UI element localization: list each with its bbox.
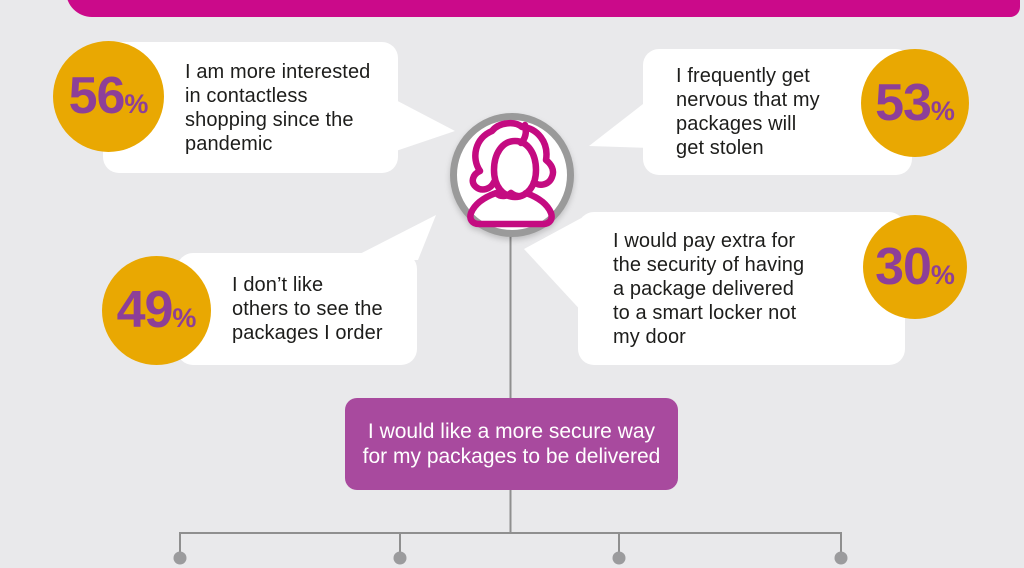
stat-value: 49 bbox=[116, 281, 174, 339]
stat-value: 56 bbox=[68, 67, 126, 125]
avatar-shoulders bbox=[467, 189, 555, 228]
stat-value: 30 bbox=[875, 238, 932, 296]
top-banner-bar bbox=[66, 0, 1020, 17]
percent-sign: % bbox=[930, 96, 955, 126]
tree-node-dot-4 bbox=[834, 551, 848, 565]
conclusion-text: I would like a more secure way for my pa… bbox=[362, 420, 661, 468]
stat-bubble-privacy: I don’t like others to see the packages … bbox=[177, 253, 417, 365]
stat-text: I don’t like others to see the packages … bbox=[232, 274, 383, 344]
bubble-tail-49 bbox=[348, 215, 436, 260]
tree-node-dot-2 bbox=[393, 551, 407, 565]
percent-sign: % bbox=[930, 260, 955, 290]
conclusion-box: I would like a more secure way for my pa… bbox=[345, 398, 678, 490]
percent-sign: % bbox=[124, 89, 149, 119]
avatar-face bbox=[490, 137, 540, 201]
tree-node-dot-3 bbox=[612, 551, 626, 565]
stat-badge-56: 56% bbox=[53, 41, 164, 152]
tree-node-dot-1 bbox=[173, 551, 187, 565]
stat-value: 53 bbox=[875, 74, 932, 132]
avatar-hair bbox=[469, 120, 557, 193]
bubble-tail-30 bbox=[524, 216, 585, 315]
stat-bubble-smart-locker: I would pay extra for the security of ha… bbox=[578, 212, 905, 365]
stat-text: I would pay extra for the security of ha… bbox=[613, 229, 805, 348]
stat-badge-49: 49% bbox=[102, 256, 211, 365]
tree-branch-line bbox=[179, 532, 842, 552]
stat-badge-53: 53% bbox=[861, 49, 969, 157]
bubble-tail-53 bbox=[589, 97, 652, 148]
stat-badge-30: 30% bbox=[863, 215, 967, 319]
stat-text: I am more interested in contactless shop… bbox=[185, 60, 371, 155]
woman-avatar-icon bbox=[450, 113, 574, 237]
avatar-figure bbox=[467, 120, 557, 228]
stat-text: I frequently get nervous that my package… bbox=[676, 65, 820, 159]
avatar-hair-parting bbox=[517, 121, 530, 147]
percent-sign: % bbox=[172, 303, 197, 333]
bubble-tail-56 bbox=[390, 97, 455, 153]
